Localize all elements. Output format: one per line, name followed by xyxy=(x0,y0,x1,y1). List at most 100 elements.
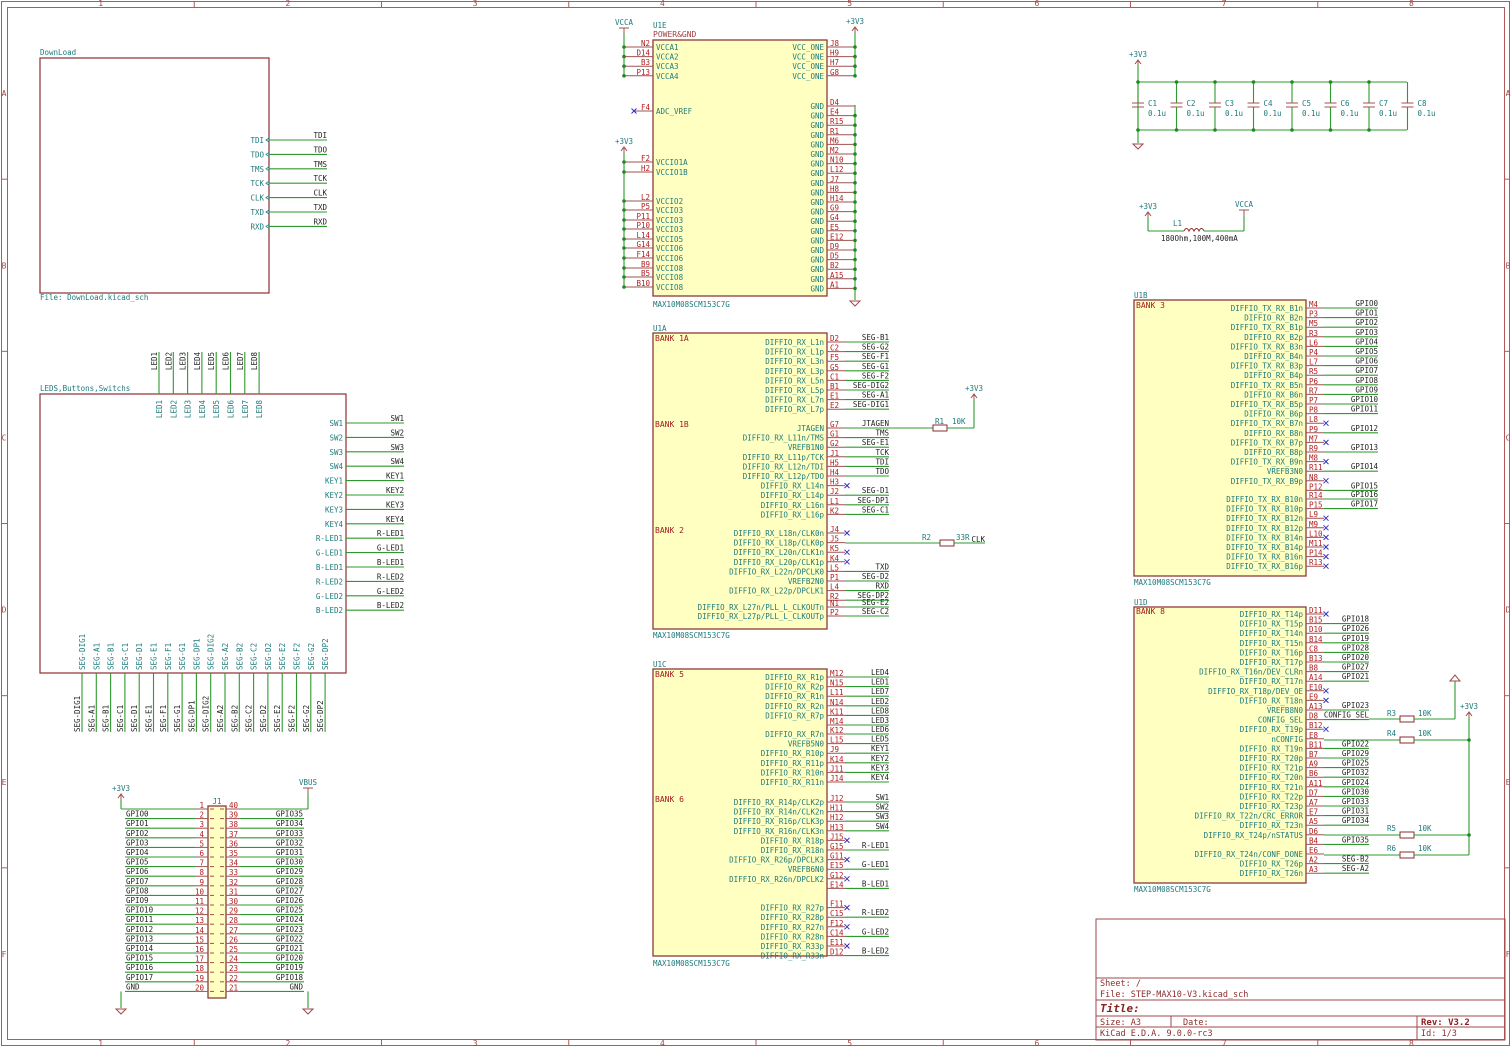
capacitor-c3[interactable]: C30.1u xyxy=(1209,80,1243,132)
capacitor-c5[interactable]: C50.1u xyxy=(1286,80,1320,132)
capacitor-c6[interactable]: C60.1u xyxy=(1324,80,1359,132)
decoupling-capacitors[interactable]: +3V3C10.1uC20.1uC30.1uC40.1uC50.1uC60.1u… xyxy=(1129,50,1436,150)
r6-resistor-icon[interactable] xyxy=(1399,851,1415,859)
r5-resistor-icon[interactable] xyxy=(1399,831,1415,839)
capacitor-c8[interactable]: C80.1u xyxy=(1401,82,1436,130)
